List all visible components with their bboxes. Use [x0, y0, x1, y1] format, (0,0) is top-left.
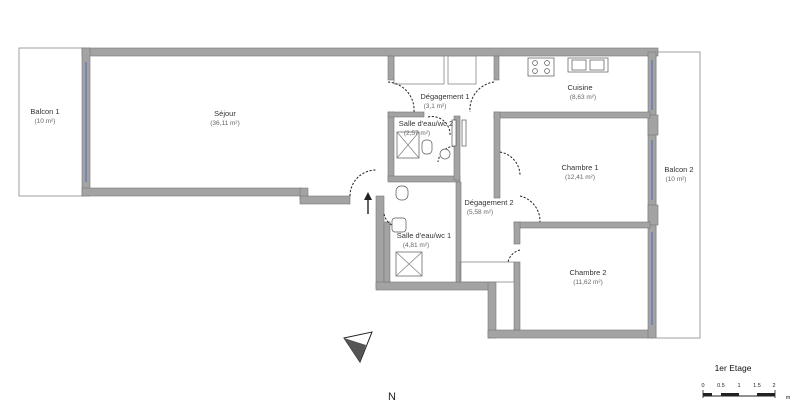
balcon-1-area: (10 m²): [35, 118, 56, 125]
degagement-2-label: Dégagement 2: [464, 198, 513, 207]
interior-walls: [383, 55, 651, 331]
scale-tick-1: 1: [737, 383, 740, 389]
hallway-radiators: [451, 119, 467, 147]
salle-eau-wc-1-label: Salle d'eau/wc 1: [397, 231, 451, 240]
salle-eau-wc-1-area: (4,81 m²): [403, 242, 429, 249]
kitchen-fixtures: [527, 57, 609, 77]
floor-label: 1er Etage: [715, 363, 752, 373]
chambre-1-label: Chambre 1: [561, 163, 598, 172]
chambre-2-label: Chambre 2: [569, 268, 606, 277]
scale-tick-0: 0: [701, 383, 704, 389]
windows: [85, 60, 653, 325]
balcon-1-label: Balcon 1: [30, 107, 59, 116]
scale-tick-2: 2: [772, 383, 775, 389]
scale-tick-0-5: 0.5: [717, 383, 725, 389]
balcon-2-label: Balcon 2: [664, 165, 693, 174]
scale-unit: m: [786, 395, 791, 401]
salle-eau-wc-2-area: (2,57 m²): [404, 130, 430, 137]
bathroom-2-fixtures: [396, 131, 451, 160]
degagement-1-area: (3,1 m²): [424, 103, 447, 110]
chambre-2-area: (11,62 m²): [573, 279, 603, 286]
cuisine-area: (8,63 m²): [570, 94, 596, 101]
chambre-1-area: (12,41 m²): [565, 174, 595, 181]
bathroom-1-fixtures: [391, 185, 423, 277]
balcon-2-area: (10 m²): [666, 176, 687, 183]
entrance-arrow-icon: [364, 192, 372, 214]
salle-eau-wc-2-label: Salle d'eau/wc 2: [399, 119, 453, 128]
scale-tick-1-5: 1.5: [753, 383, 761, 389]
balcony-2-outline: [655, 51, 701, 339]
degagement-1-label: Dégagement 1: [420, 92, 469, 101]
sejour-area: (36,11 m²): [210, 120, 240, 127]
north-arrow-icon: [343, 331, 373, 364]
cuisine-label: Cuisine: [567, 83, 592, 92]
scale-bar: [702, 390, 776, 398]
closet-outlines: [393, 55, 515, 283]
north-label: N: [388, 391, 396, 403]
degagement-2-area: (5,58 m²): [467, 209, 493, 216]
sejour-label: Séjour: [214, 109, 236, 118]
